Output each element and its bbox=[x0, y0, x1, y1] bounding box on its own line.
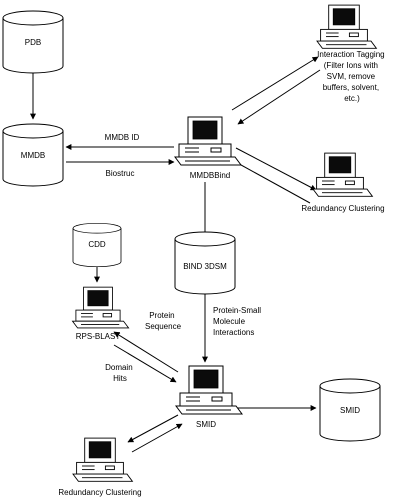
computer-rps-blast bbox=[72, 286, 130, 329]
edge-label-protein-small-molecule: Protein-Small Molecule Interactions bbox=[213, 306, 263, 337]
arrow-redundancy-top-to-mmdbbind bbox=[231, 159, 311, 204]
edge-label-biostruc: Biostruc bbox=[106, 169, 135, 178]
arrow-smid-to-rps-blast bbox=[113, 331, 179, 373]
edge-label-protein-sequence: Protein Sequence bbox=[145, 311, 182, 331]
computer-smid bbox=[175, 365, 243, 415]
protein-small-molecule-line-2: Molecule bbox=[213, 317, 246, 326]
interaction-tagging-line-5: etc.) bbox=[344, 94, 360, 103]
arrow-redundancy-bottom-to-smid bbox=[131, 423, 183, 453]
computer-redundancy-clustering-bottom bbox=[72, 437, 133, 482]
database-pdb-label: PDB bbox=[25, 38, 41, 47]
database-mmdb: MMDB bbox=[2, 123, 64, 187]
arrow-smid-to-redundancy-bottom bbox=[127, 414, 179, 443]
arrow-interaction-tagging-to-mmdbbind bbox=[237, 69, 321, 125]
redundancy-clustering-top-label: Redundancy Clustering bbox=[301, 204, 384, 213]
arrow-mmdbbind-to-interaction-tagging bbox=[231, 56, 319, 111]
redundancy-clustering-bottom-label: Redundancy Clustering bbox=[58, 488, 141, 497]
database-pdb: PDB bbox=[2, 10, 64, 74]
arrow-mmdbbind-to-redundancy-top bbox=[235, 147, 317, 191]
mmdbbind-label: MMDBBind bbox=[190, 171, 230, 180]
arrow-rps-blast-to-smid bbox=[113, 344, 177, 383]
interaction-tagging-line-4: buffers, solvent, bbox=[323, 83, 379, 92]
rps-blast-label: RPS-BLAST bbox=[76, 332, 121, 341]
domain-hits-line-1: Domain bbox=[105, 363, 133, 372]
domain-hits-line-2: Hits bbox=[113, 374, 127, 383]
interaction-tagging-line-1: Interaction Tagging bbox=[317, 50, 384, 59]
computer-interaction-tagging bbox=[316, 4, 377, 49]
protein-sequence-line-1: Protein bbox=[149, 311, 174, 320]
protein-small-molecule-line-1: Protein-Small bbox=[213, 306, 261, 315]
database-bind3dsm: BIND 3DSM bbox=[174, 231, 236, 295]
database-cdd-label: CDD bbox=[88, 240, 106, 249]
database-smid-label: SMID bbox=[340, 406, 360, 415]
edge-label-mmdb-id: MMDB ID bbox=[105, 133, 140, 142]
computer-redundancy-clustering-top bbox=[312, 152, 373, 197]
database-bind3dsm-label: BIND 3DSM bbox=[183, 262, 227, 271]
smid-label: SMID bbox=[196, 420, 216, 429]
interaction-tagging-label: Interaction Tagging (Filter Ions with SV… bbox=[317, 50, 387, 103]
computer-mmdbbind bbox=[174, 116, 242, 166]
protein-small-molecule-line-3: Interactions bbox=[213, 328, 254, 337]
interaction-tagging-line-2: (Filter Ions with bbox=[324, 61, 378, 70]
database-smid: SMID bbox=[319, 378, 381, 442]
interaction-tagging-line-3: SVM, remove bbox=[327, 72, 376, 81]
edge-label-domain-hits: Domain Hits bbox=[105, 363, 135, 383]
connections bbox=[30, 56, 321, 453]
database-mmdb-label: MMDB bbox=[21, 151, 45, 160]
protein-sequence-line-2: Sequence bbox=[145, 322, 182, 331]
